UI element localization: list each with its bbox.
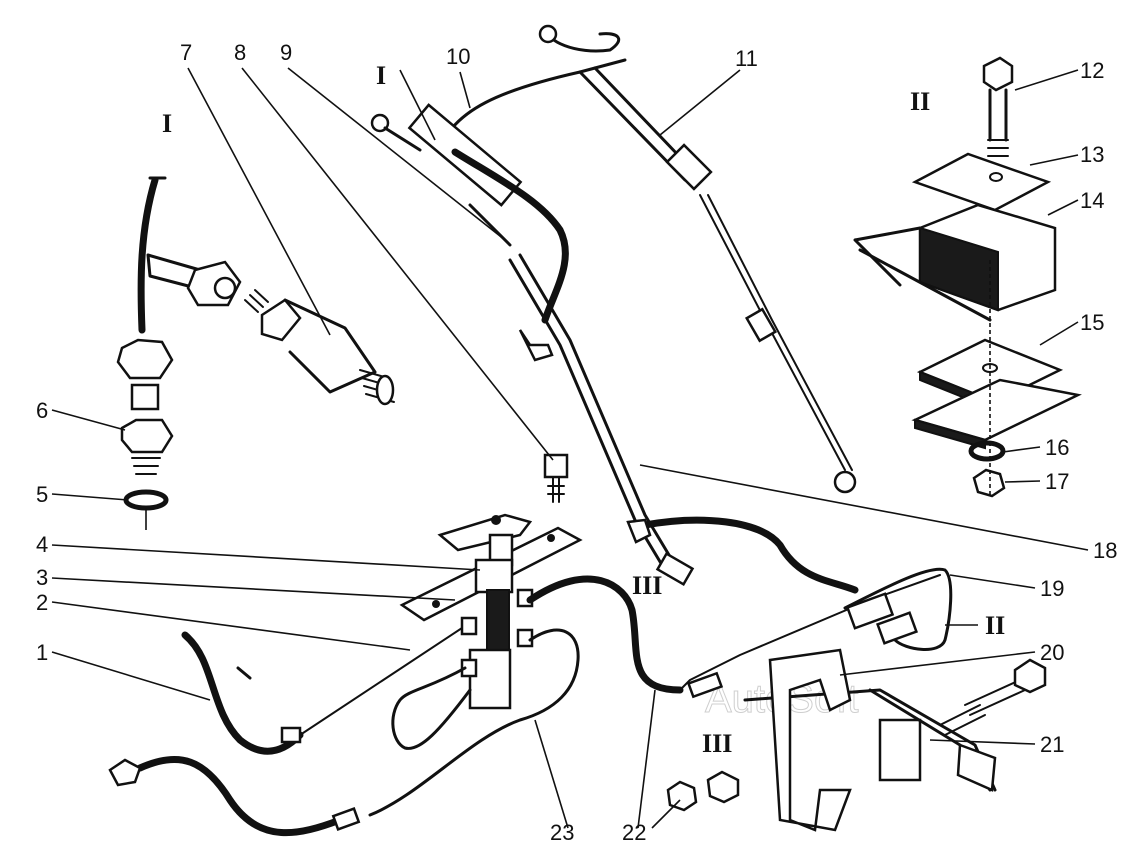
callout-19: 19 <box>1040 576 1064 601</box>
callout-1: 1 <box>36 640 48 665</box>
callout-7: 7 <box>180 40 192 65</box>
view-label-ii-pipe: II <box>985 611 1005 640</box>
callout-20: 20 <box>1040 640 1064 665</box>
callout-11: 11 <box>735 46 758 71</box>
view-label-i-detail: I <box>162 109 172 138</box>
distributor-assembly <box>399 453 583 710</box>
view-label-iii-detail: III <box>702 729 732 758</box>
callout-22: 22 <box>622 820 646 845</box>
callout-4: 4 <box>36 532 48 557</box>
callout-2: 2 <box>36 590 48 615</box>
callout-14: 14 <box>1080 188 1104 213</box>
callout-10: 10 <box>446 44 470 69</box>
callout-17: 17 <box>1045 469 1069 494</box>
callout-12: 12 <box>1080 58 1104 83</box>
callout-13: 13 <box>1080 142 1104 167</box>
cylinder-assembly <box>370 24 859 594</box>
detail-i-fitting <box>116 176 242 530</box>
callout-15: 15 <box>1080 310 1104 335</box>
adapter-7 <box>244 289 395 406</box>
pipe-network <box>108 567 953 837</box>
view-label-ii-detail: II <box>910 87 930 116</box>
callout-16: 16 <box>1045 435 1069 460</box>
callout-5: 5 <box>36 482 48 507</box>
callout-3: 3 <box>36 565 48 590</box>
callout-numbers: 1 2 3 4 5 6 7 8 9 10 11 12 13 14 15 16 1… <box>36 40 1117 845</box>
callout-9: 9 <box>280 40 292 65</box>
callout-18: 18 <box>1093 538 1117 563</box>
callout-21: 21 <box>1040 732 1064 757</box>
view-label-iii-pipe: III <box>632 571 662 600</box>
view-label-i-pipe: I <box>376 61 386 90</box>
detail-ii-mounting <box>853 56 1082 498</box>
leader-lines <box>51 67 1089 829</box>
callout-8: 8 <box>234 40 246 65</box>
view-labels: I I II II III III <box>162 61 1005 758</box>
callout-23: 23 <box>550 820 574 845</box>
callout-6: 6 <box>36 398 48 423</box>
detail-iii-bracket <box>666 648 1047 832</box>
